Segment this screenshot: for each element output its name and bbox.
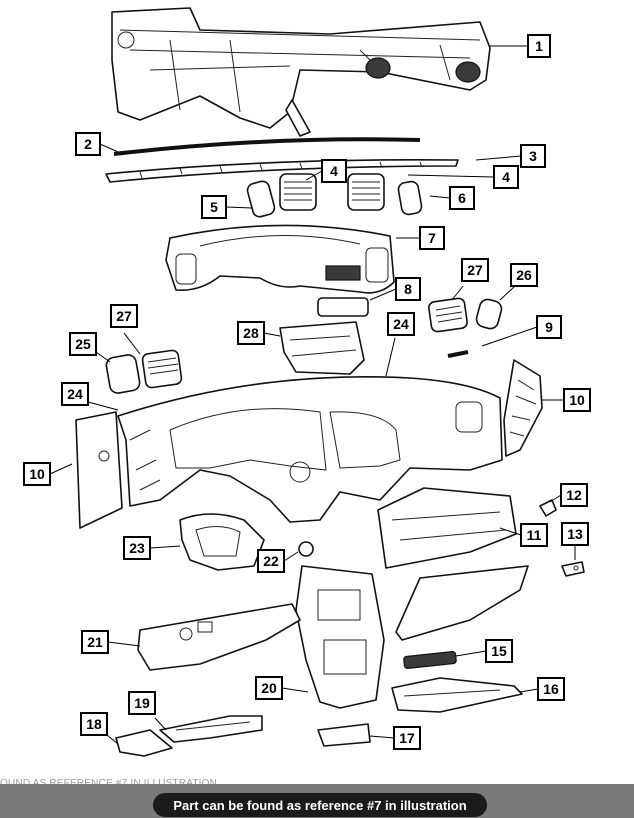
part-end-cap-left — [75, 411, 123, 529]
ghost-caption-text: OUND AS REFERENCE #7 IN ILLUSTRATION — [0, 778, 217, 789]
part-vent-bezel-right — [397, 180, 423, 216]
exploded-parts-diagram: 1 2 3 4 4 5 6 7 8 9 10 10 11 12 13 15 16… — [23, 7, 591, 757]
callout-9: 9 — [536, 315, 562, 339]
callout-28: 28 — [237, 321, 265, 345]
callout-5: 5 — [201, 195, 227, 219]
part-glove-box-door — [395, 565, 529, 641]
svg-text:24: 24 — [393, 316, 409, 332]
svg-text:27: 27 — [116, 308, 132, 324]
part-center-vent-right — [347, 173, 385, 211]
callout-4b: 4 — [493, 165, 519, 189]
part-cluster-bezel — [165, 224, 395, 294]
svg-text:15: 15 — [491, 643, 507, 659]
part-center-stack-bracket — [295, 565, 385, 709]
callout-3: 3 — [520, 144, 546, 168]
leader-lines — [49, 45, 576, 745]
callout-25: 25 — [69, 332, 97, 356]
part-glove-box-frame — [377, 487, 517, 569]
part-knee-bolster-panel — [137, 603, 301, 671]
part-steering-column-bezel — [179, 513, 265, 571]
svg-text:3: 3 — [529, 148, 537, 164]
callout-7: 7 — [419, 226, 445, 250]
callout-10-right: 10 — [563, 388, 591, 412]
svg-text:25: 25 — [75, 336, 91, 352]
svg-text:10: 10 — [569, 392, 585, 408]
callout-1: 1 — [527, 34, 551, 58]
svg-text:16: 16 — [543, 681, 559, 697]
part-mounting-bracket — [317, 723, 371, 747]
callout-27-right: 27 — [461, 258, 489, 282]
part-lower-center-trim — [391, 677, 523, 713]
part-defroster-strip — [113, 137, 421, 156]
callout-16: 16 — [537, 677, 565, 701]
callout-13: 13 — [561, 522, 589, 546]
svg-text:4: 4 — [502, 169, 510, 185]
svg-text:23: 23 — [129, 540, 145, 556]
svg-text:21: 21 — [87, 634, 103, 650]
svg-text:20: 20 — [261, 680, 277, 696]
callout-24-left: 24 — [61, 382, 89, 406]
svg-text:24: 24 — [67, 386, 83, 402]
svg-text:8: 8 — [404, 281, 412, 297]
callout-27-left: 27 — [110, 304, 138, 328]
svg-text:6: 6 — [458, 190, 466, 206]
svg-text:4: 4 — [330, 163, 338, 179]
svg-text:18: 18 — [86, 716, 102, 732]
reference-caption-text: Part can be found as reference #7 in ill… — [173, 797, 467, 813]
part-center-vent-left — [279, 173, 317, 211]
part-grommet — [298, 541, 314, 557]
svg-text:22: 22 — [263, 553, 279, 569]
part-lower-duct — [159, 715, 263, 743]
svg-text:26: 26 — [516, 267, 532, 283]
callout-20: 20 — [255, 676, 283, 700]
part-defroster-grille — [105, 158, 459, 183]
svg-text:19: 19 — [134, 695, 150, 711]
callout-19: 19 — [128, 691, 156, 715]
svg-text:2: 2 — [84, 136, 92, 152]
callout-10-left: 10 — [23, 462, 51, 486]
callout-6: 6 — [449, 186, 475, 210]
callout-11: 11 — [520, 523, 548, 547]
svg-text:5: 5 — [210, 199, 218, 215]
reference-caption-pill: Part can be found as reference #7 in ill… — [153, 793, 487, 817]
svg-text:11: 11 — [527, 527, 542, 543]
svg-text:1: 1 — [535, 38, 543, 54]
callout-24-right: 24 — [387, 312, 415, 336]
part-cross-car-beam — [111, 7, 491, 137]
part-side-vent-left — [141, 349, 183, 389]
part-clip — [539, 499, 557, 517]
svg-text:28: 28 — [243, 325, 259, 341]
callout-8: 8 — [395, 277, 421, 301]
svg-text:10: 10 — [29, 466, 45, 482]
part-passenger-airbag — [317, 297, 369, 317]
svg-text:9: 9 — [545, 319, 553, 335]
callout-21: 21 — [81, 630, 109, 654]
callout-18: 18 — [80, 712, 108, 736]
part-insulator-pad — [115, 729, 173, 757]
svg-text:12: 12 — [566, 487, 582, 503]
part-trim-strip — [447, 350, 469, 358]
part-side-vent-bezel-left — [105, 354, 141, 394]
callout-17: 17 — [393, 726, 421, 750]
callout-2: 2 — [75, 132, 101, 156]
callout-15: 15 — [485, 639, 513, 663]
part-vent-bezel-left — [246, 180, 276, 218]
part-side-vent-bezel-right — [475, 298, 503, 330]
svg-text:13: 13 — [567, 526, 583, 542]
part-instrument-panel — [117, 376, 503, 523]
svg-text:27: 27 — [467, 262, 483, 278]
callout-4a: 4 — [321, 159, 347, 183]
part-electronic-module — [279, 321, 365, 375]
svg-text:17: 17 — [399, 730, 415, 746]
callout-26: 26 — [510, 263, 538, 287]
callout-23: 23 — [123, 536, 151, 560]
part-switch-bank — [403, 651, 457, 669]
part-end-cap-right — [503, 359, 543, 457]
part-glove-box-latch — [561, 561, 585, 577]
svg-text:7: 7 — [428, 230, 436, 246]
callout-12: 12 — [560, 483, 588, 507]
callout-22: 22 — [257, 549, 285, 573]
part-side-vent-right — [428, 297, 468, 333]
